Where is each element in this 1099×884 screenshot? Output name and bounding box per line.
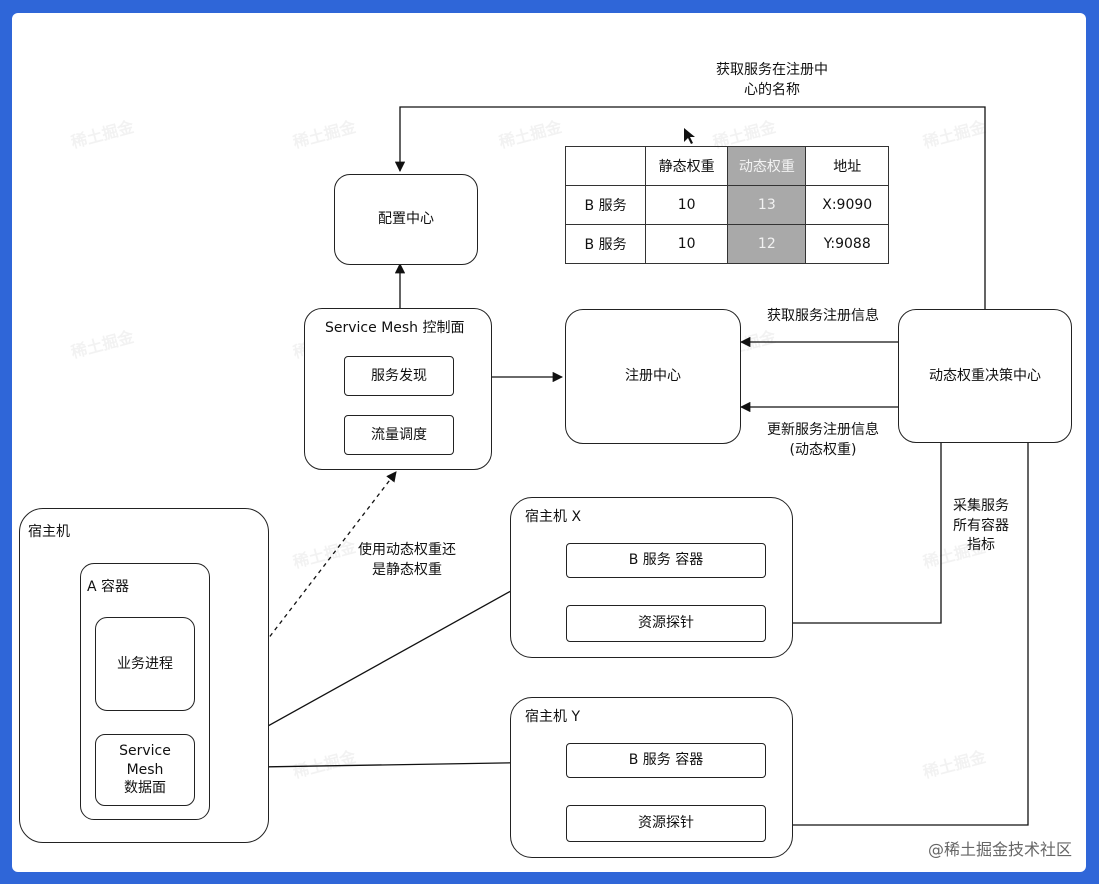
service-discovery-box: 服务发现 xyxy=(344,356,454,396)
host-x-resource-probe: 资源探针 xyxy=(566,605,766,642)
label-use-weight: 使用动态权重还 是静态权重 xyxy=(358,542,456,578)
decision-center-label: 动态权重决策中心 xyxy=(929,367,1041,384)
table-cell: 12 xyxy=(727,224,807,264)
label-collect-metrics: 采集服务 所有容器 指标 xyxy=(953,498,1009,554)
host-x-title: 宿主机 X xyxy=(525,509,582,525)
host-y-resource-probe: 资源探针 xyxy=(566,805,766,842)
host-x-probe-label: 资源探针 xyxy=(638,615,694,632)
container-a-title: A 容器 xyxy=(87,579,130,595)
host-x-container-label: B 服务 容器 xyxy=(628,552,704,569)
service-discovery-label: 服务发现 xyxy=(371,367,427,384)
host-y-title: 宿主机 Y xyxy=(525,709,581,725)
arrow-decision-to-config xyxy=(394,106,986,310)
host-x: 宿主机 X B 服务 容器 资源探针 xyxy=(510,497,793,658)
business-process-label: 业务进程 xyxy=(117,655,173,672)
table-header-cell: 静态权重 xyxy=(645,146,729,186)
host-y-b-service-container: B 服务 容器 xyxy=(566,743,766,778)
service-mesh-control-plane: Service Mesh 控制面 服务发现 流量调度 xyxy=(304,308,492,470)
table-cell: B 服务 xyxy=(564,224,647,264)
config-center-label: 配置中心 xyxy=(378,211,434,228)
host-y-probe-label: 资源探针 xyxy=(638,815,694,832)
service-mesh-data-plane: Service Mesh 数据面 xyxy=(95,734,195,806)
host-machine-title: 宿主机 xyxy=(28,524,70,540)
weight-table: 静态权重 动态权重 地址 B 服务 10 13 X:9090 B 服务 10 1… xyxy=(564,146,889,264)
label-update-registry-info: 更新服务注册信息 (动态权重) xyxy=(767,422,879,458)
table-cell: 13 xyxy=(727,185,807,225)
config-center: 配置中心 xyxy=(334,174,478,265)
host-x-b-service-container: B 服务 容器 xyxy=(566,543,766,578)
label-get-service-name: 获取服务在注册中 心的名称 xyxy=(716,62,828,98)
table-cell: X:9090 xyxy=(805,185,889,225)
arrow-collect-probe-y xyxy=(766,442,1029,831)
mouse-cursor-icon xyxy=(684,128,695,144)
dynamic-weight-decision-center: 动态权重决策中心 xyxy=(898,309,1072,443)
table-header-cell: 地址 xyxy=(805,146,889,186)
table-cell: B 服务 xyxy=(564,185,647,225)
traffic-scheduling-label: 流量调度 xyxy=(371,426,427,443)
table-header-cell xyxy=(564,146,647,186)
traffic-scheduling-box: 流量调度 xyxy=(344,415,454,455)
table-header-row: 静态权重 动态权重 地址 xyxy=(564,146,889,186)
table-cell: 10 xyxy=(645,185,729,225)
registry-center: 注册中心 xyxy=(565,309,741,444)
control-plane-title: Service Mesh 控制面 xyxy=(325,320,465,336)
table-cell: 10 xyxy=(645,224,729,264)
table-header-cell: 动态权重 xyxy=(727,146,807,186)
registry-center-label: 注册中心 xyxy=(625,368,681,385)
host-y-container-label: B 服务 容器 xyxy=(628,752,704,769)
diagram-canvas: 稀土掘金 稀土掘金 稀土掘金 稀土掘金 稀土掘金 稀土掘金 稀土掘金 稀土掘金 … xyxy=(12,13,1086,872)
table-row: B 服务 10 13 X:9090 xyxy=(564,185,889,225)
table-cell: Y:9088 xyxy=(805,224,889,264)
host-machine: 宿主机 A 容器 业务进程 Service Mesh 数据面 xyxy=(19,508,269,843)
business-process-box: 业务进程 xyxy=(95,617,195,711)
container-a: A 容器 业务进程 Service Mesh 数据面 xyxy=(80,563,210,820)
arrow-collect-probe-x xyxy=(766,442,942,629)
data-plane-label: Service Mesh 数据面 xyxy=(119,742,171,797)
label-get-registry-info: 获取服务注册信息 xyxy=(767,308,879,324)
host-y: 宿主机 Y B 服务 容器 资源探针 xyxy=(510,697,793,858)
table-row: B 服务 10 12 Y:9088 xyxy=(564,224,889,264)
source-credit: @稀土掘金技术社区 xyxy=(927,840,1072,859)
